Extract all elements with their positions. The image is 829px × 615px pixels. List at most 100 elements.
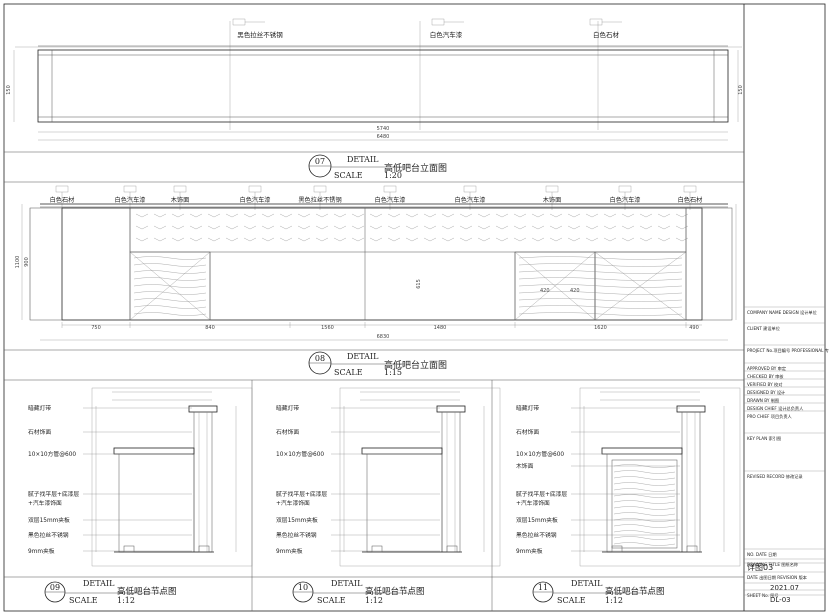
section-11-label-7: 9mm夹板 <box>516 547 543 555</box>
mid-label-9: 白色石材 <box>678 196 703 204</box>
title-block-row-9: PRO CHIEF 项目负责人 <box>747 413 793 420</box>
section-10-label-5: 双层15mm夹板 <box>276 516 318 524</box>
detail-08-title: 高低吧台立面图 <box>384 359 447 371</box>
title-block-row-16: 2021.07 <box>770 584 799 592</box>
elevation-08-labels: 白色石材 白色汽车漆 木饰面 白色汽车漆 黑色拉丝不锈钢 白色汽车漆 白色汽车漆 木饰面 白色汽… <box>50 185 703 210</box>
title-block-row-7: DRAWN BY 制图 <box>747 397 779 404</box>
detail-07-scale: 1:20 <box>384 171 402 180</box>
counter-front-panel <box>37 49 729 123</box>
section-11-label-4: +汽车漆饰面 <box>516 499 550 507</box>
svg-text:900: 900 <box>24 257 30 267</box>
section-10: 暗藏灯带石材饰面10×10方管@600腻子找平层+底漆层+汽车漆饰面双层15mm… <box>276 387 501 605</box>
wood-panel-left <box>129 251 211 321</box>
detail-09-scale: 1:12 <box>117 596 135 605</box>
elevation-07: 黑色拉丝不锈钢 白色汽车漆 白色石材 150 150 5740 6480 07 … <box>4 18 744 180</box>
mid-dim-0: 750 <box>91 325 101 331</box>
dim-total: 6830 <box>377 334 390 340</box>
title-block-row-1: CLIENT 建设单位 <box>747 325 780 332</box>
title-block-row-12: NO. DATE 日期 <box>747 552 777 558</box>
detail-09-title: 高低吧台节点图 <box>117 586 177 597</box>
mid-label-7: 木饰面 <box>543 196 562 204</box>
section-10-label-6: 黑色拉丝不锈钢 <box>276 531 317 539</box>
section-11-label-6: 黑色拉丝不锈钢 <box>516 531 557 539</box>
section-10-label-2: 10×10方管@600 <box>276 450 324 458</box>
elevation-07-labels: 黑色拉丝不锈钢 白色汽车漆 白色石材 <box>229 18 622 130</box>
title-block-row-18: DL-03 <box>770 596 791 604</box>
mid-dim-3: 1480 <box>434 325 447 331</box>
section-09-label-3: 腻子找平层+底漆层 <box>28 490 79 498</box>
detail-11-number: 11 <box>538 583 548 592</box>
sheet-border <box>3 3 826 612</box>
svg-text:DETAIL: DETAIL <box>571 579 603 588</box>
section-09-label-1: 石材饰面 <box>28 428 51 436</box>
label-white-paint: 白色汽车漆 <box>430 30 463 39</box>
section-11-label-2: 10×10方管@600 <box>516 450 564 458</box>
stone-hatch <box>135 213 689 242</box>
mid-dim-1: 840 <box>205 325 215 331</box>
title-block: COMPANY NAME DESIGN 设计单位 CLIENT 建设单位 PROJE… <box>744 306 829 604</box>
detail-10-number: 10 <box>298 583 308 592</box>
mid-label-0: 白色石材 <box>50 196 75 204</box>
section-11-label-8: 木饰面 <box>516 462 534 470</box>
title-block-row-2: PROJECT No.项目编号 PROFESSIONAL 专业 <box>747 347 829 354</box>
mid-label-8: 白色汽车漆 <box>610 196 641 204</box>
detail-07-number: 07 <box>315 157 325 166</box>
title-block-row-0: COMPANY NAME DESIGN 设计单位 <box>747 309 817 316</box>
section-09: 暗藏灯带石材饰面10×10方管@600腻子找平层+底漆层+汽车漆饰面双层15mm… <box>28 387 253 605</box>
svg-text:DETAIL: DETAIL <box>331 579 363 588</box>
wood-panel-right <box>594 251 687 321</box>
wood-door <box>611 459 678 549</box>
section-09-label-4: +汽车漆饰面 <box>28 499 62 507</box>
dim-overall: 6480 <box>377 134 390 140</box>
title-block-row-17: SHEET No. 图号 <box>747 593 779 599</box>
title-block-row-4: CHECKED BY 审核 <box>747 373 784 380</box>
label-white-stone: 白色石材 <box>593 30 620 39</box>
mid-label-2: 木饰面 <box>171 196 190 204</box>
mid-label-3: 白色汽车漆 <box>240 196 271 204</box>
detail-08-scale: 1:15 <box>384 368 402 377</box>
mid-dim-2: 1560 <box>321 325 334 331</box>
mid-dim-4: 1620 <box>594 325 607 331</box>
svg-text:DETAIL: DETAIL <box>347 155 379 164</box>
svg-text:SCALE: SCALE <box>317 596 346 605</box>
section-11-label-1: 石材饰面 <box>516 428 539 436</box>
section-09-label-0: 暗藏灯带 <box>28 404 51 412</box>
svg-text:420: 420 <box>540 288 550 294</box>
section-09-label-5: 双层15mm夹板 <box>28 516 70 524</box>
detail-07-title: 高低吧台立面图 <box>384 162 447 174</box>
svg-text:SCALE: SCALE <box>334 368 363 377</box>
mid-label-1: 白色汽车漆 <box>115 196 146 204</box>
detail-10-scale: 1:12 <box>365 596 383 605</box>
mid-label-4: 黑色拉丝不锈钢 <box>298 196 341 204</box>
section-10-label-4: +汽车漆饰面 <box>276 499 310 507</box>
title-block-row-8: DESIGN CHIEF 设计总负责人 <box>747 405 804 412</box>
section-09-label-7: 9mm夹板 <box>28 547 55 555</box>
bar-counter-body <box>61 207 703 321</box>
svg-text:DETAIL: DETAIL <box>83 579 115 588</box>
section-10-label-7: 9mm夹板 <box>276 547 303 555</box>
detail-09-number: 09 <box>50 583 60 592</box>
label-stainless: 黑色拉丝不锈钢 <box>237 30 283 39</box>
mid-label-6: 白色汽车漆 <box>455 196 486 204</box>
mid-label-5: 白色汽车漆 <box>375 196 406 204</box>
title-block-row-3: APPROVED BY 审定 <box>747 365 786 372</box>
title-block-row-5: VERIFIED BY 校对 <box>747 381 782 388</box>
title-block-row-15: DATE 出图日期 REVISION 版本 <box>747 574 808 581</box>
title-block-row-13: DRAWING TITLE 图纸名称 <box>747 561 798 568</box>
section-09-label-6: 黑色拉丝不锈钢 <box>28 531 69 539</box>
svg-text:SCALE: SCALE <box>69 596 98 605</box>
section-11-label-0: 暗藏灯带 <box>516 404 539 412</box>
svg-text:SCALE: SCALE <box>557 596 586 605</box>
detail-11-scale: 1:12 <box>605 596 623 605</box>
detail-11-title: 高低吧台节点图 <box>605 586 665 597</box>
svg-text:1100: 1100 <box>15 256 21 269</box>
section-10-label-1: 石材饰面 <box>276 428 299 436</box>
dim-right: 150 <box>738 85 744 95</box>
stone-band <box>129 207 687 253</box>
section-11-label-3: 腻子找平层+底漆层 <box>516 490 567 498</box>
svg-text:615: 615 <box>416 279 422 289</box>
svg-text:SCALE: SCALE <box>334 171 363 180</box>
section-11: 暗藏灯带石材饰面10×10方管@600腻子找平层+底漆层+汽车漆饰面双层15mm… <box>516 387 741 605</box>
